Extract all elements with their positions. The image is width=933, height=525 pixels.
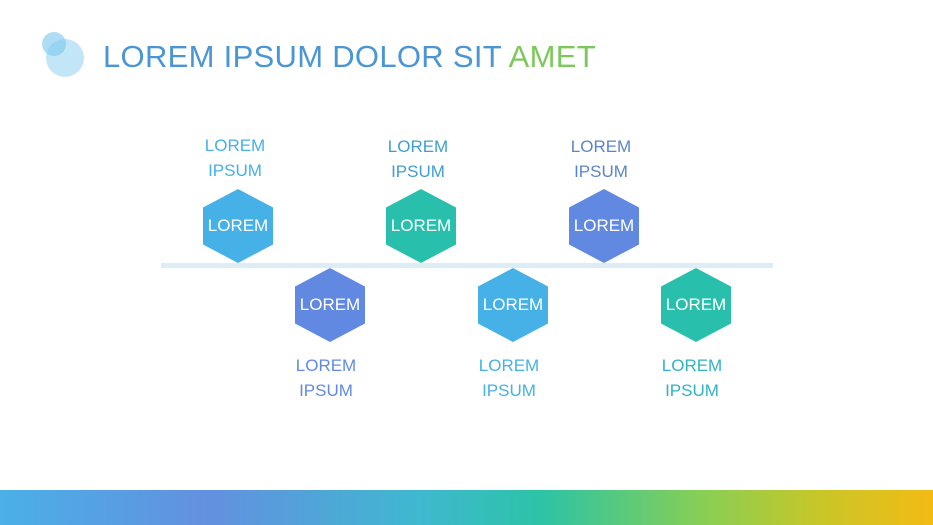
step-2-caption-line2: IPSUM <box>299 381 353 400</box>
step-2-hexagon: LOREM <box>295 268 365 342</box>
step-3-hex-label: LOREM <box>390 216 452 235</box>
step-3-caption-line2: IPSUM <box>391 162 445 181</box>
step-4-caption: LOREM IPSUM <box>459 353 559 403</box>
step-5-caption: LOREM IPSUM <box>551 134 651 184</box>
page-title-accent: AMET <box>508 39 596 74</box>
timeline-line <box>161 263 773 268</box>
logo-circle-small <box>42 32 66 56</box>
step-5-hexagon: LOREM <box>569 189 639 263</box>
page-title-main: LOREM IPSUM DOLOR SIT <box>103 39 509 74</box>
step-6-caption-line1: LOREM <box>661 356 723 375</box>
step-5-hex-label: LOREM <box>573 216 635 235</box>
logo-circles-icon <box>42 32 86 78</box>
step-4-hexagon: LOREM <box>478 268 548 342</box>
logo-circle-large <box>46 39 84 77</box>
step-3-caption-line1: LOREM <box>387 137 449 156</box>
step-1-caption: LOREM IPSUM <box>185 133 285 183</box>
step-4-hex-label: LOREM <box>482 295 544 314</box>
step-6-hexagon: LOREM <box>661 268 731 342</box>
step-2-hex-label: LOREM <box>299 295 361 314</box>
step-6-caption: LOREM IPSUM <box>642 353 742 403</box>
step-1-hexagon: LOREM <box>203 189 273 263</box>
step-2-caption-line1: LOREM <box>295 356 357 375</box>
step-3-hexagon: LOREM <box>386 189 456 263</box>
step-6-caption-line2: IPSUM <box>665 381 719 400</box>
step-6-hex-label: LOREM <box>665 295 727 314</box>
step-4-caption-line1: LOREM <box>478 356 540 375</box>
step-5-caption-line2: IPSUM <box>574 162 628 181</box>
step-1-hex-label: LOREM <box>207 216 269 235</box>
step-4-caption-line2: IPSUM <box>482 381 536 400</box>
step-1-caption-line2: IPSUM <box>208 161 262 180</box>
step-1-caption-line1: LOREM <box>204 136 266 155</box>
step-3-caption: LOREM IPSUM <box>368 134 468 184</box>
footer-gradient-bar <box>0 490 933 525</box>
page-title: LOREM IPSUM DOLOR SIT AMET <box>103 38 596 76</box>
step-5-caption-line1: LOREM <box>570 137 632 156</box>
step-2-caption: LOREM IPSUM <box>276 353 376 403</box>
